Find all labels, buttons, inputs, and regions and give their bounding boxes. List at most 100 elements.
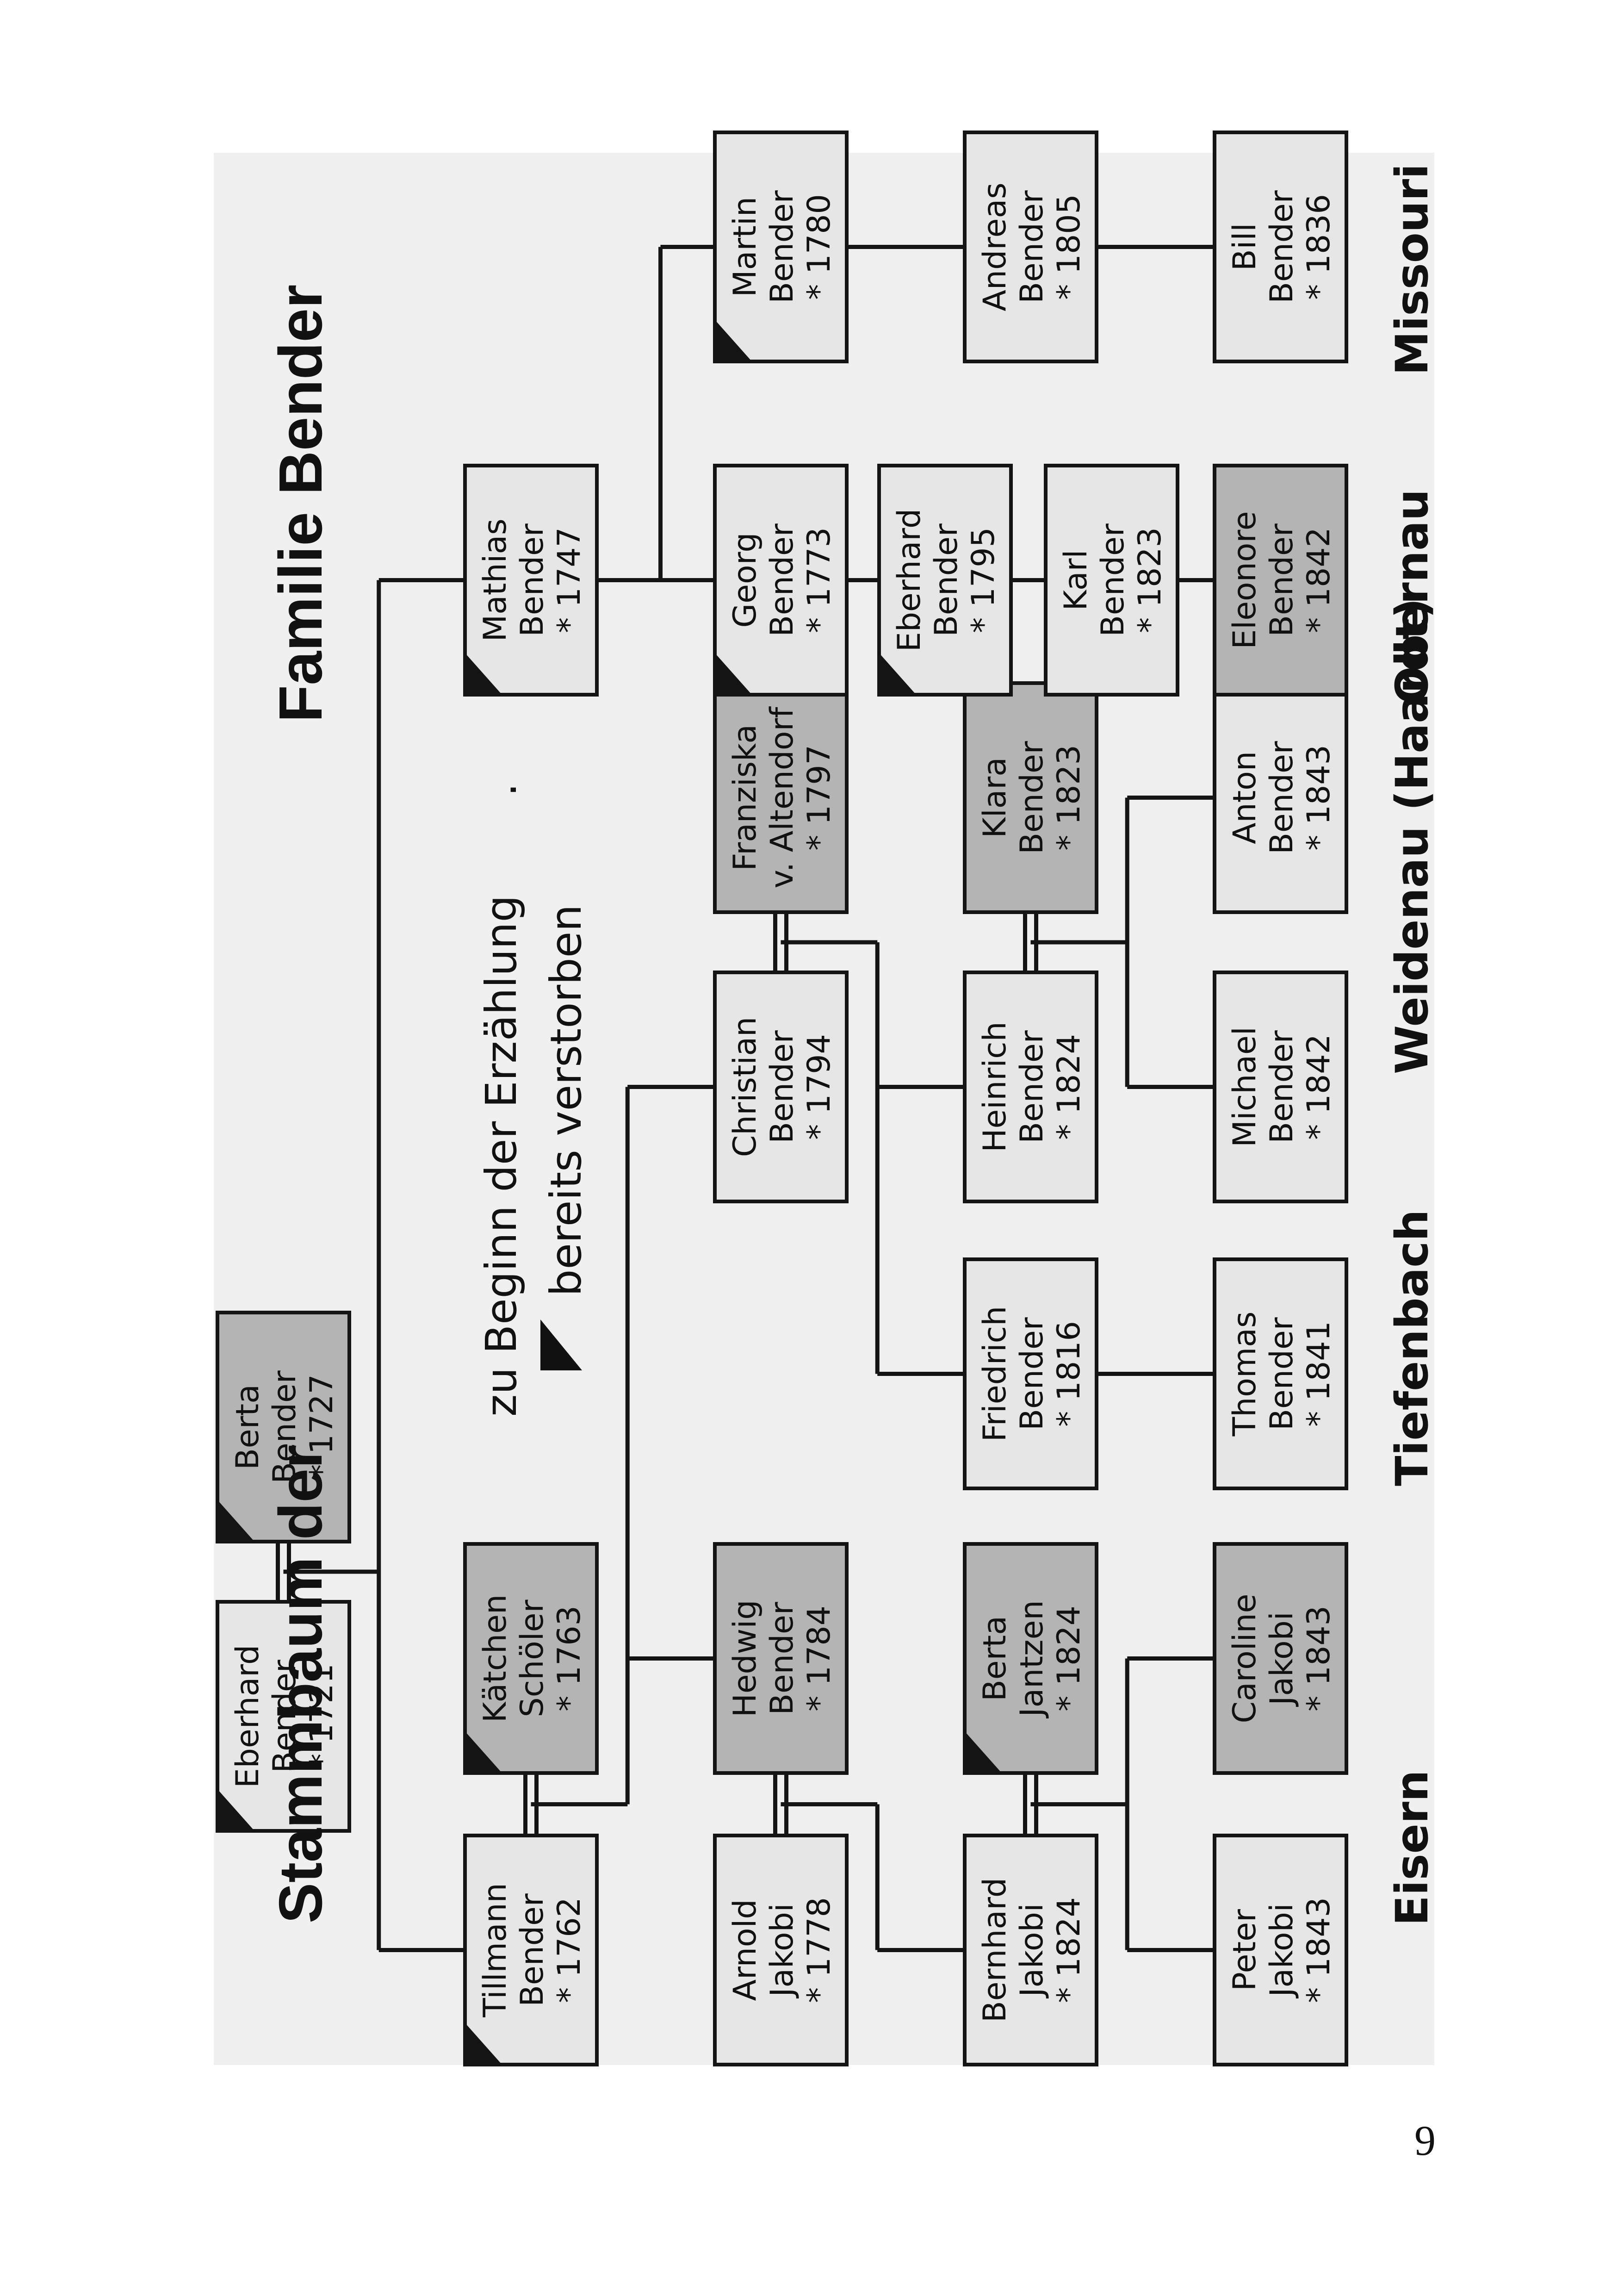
person-last-name: Bender bbox=[1095, 523, 1131, 637]
region-label: Eisern bbox=[1386, 1770, 1438, 1926]
person-first-name: Martin bbox=[727, 197, 763, 297]
region-label: Missouri bbox=[1386, 164, 1438, 375]
person-birth-year: * 1824 bbox=[1051, 1897, 1087, 2003]
person-first-name: Michael bbox=[1227, 1027, 1263, 1147]
person-last-name: Jakobi bbox=[1264, 1903, 1300, 1998]
person-last-name: Bender bbox=[514, 1893, 551, 2007]
person-box-frame bbox=[963, 1834, 1098, 2066]
connector-lines bbox=[276, 245, 1215, 1952]
region-label: Weidenau (Haardt) bbox=[1386, 598, 1438, 1074]
person-box-frame bbox=[713, 1542, 849, 1775]
person-box-frame bbox=[963, 681, 1098, 914]
deceased-marker-icon bbox=[217, 1789, 254, 1831]
person-first-name: Arnold bbox=[727, 1899, 763, 2001]
person-first-name: Bernhard bbox=[977, 1878, 1013, 2022]
person-box-frame bbox=[1213, 464, 1348, 697]
person-birth-year: * 1763 bbox=[551, 1605, 588, 1711]
person-first-name: Georg bbox=[727, 532, 763, 628]
person-box-frame bbox=[1213, 1257, 1348, 1490]
deceased-marker-icon bbox=[465, 2023, 502, 2065]
deceased-legend-marker bbox=[540, 1319, 582, 1370]
person-box-frame bbox=[463, 1542, 599, 1775]
person-box-frame bbox=[216, 1600, 351, 1833]
deceased-marker-icon bbox=[715, 320, 752, 361]
person-first-name: Peter bbox=[1227, 1909, 1263, 1991]
person-birth-year: * 1721 bbox=[304, 1663, 340, 1769]
title-part-2: Familie Bender bbox=[267, 285, 335, 722]
person-last-name: Bender bbox=[1014, 741, 1050, 854]
person-last-name: Bender bbox=[764, 190, 800, 304]
person-first-name: Berta bbox=[977, 1616, 1013, 1701]
person-box-frame bbox=[1213, 1834, 1348, 2066]
person-birth-year: * 1823 bbox=[1051, 745, 1087, 851]
person-birth-year: * 1762 bbox=[551, 1897, 588, 2003]
person-birth-year: * 1794 bbox=[801, 1034, 837, 1140]
person-last-name: Jakobi bbox=[764, 1903, 800, 1998]
person-birth-year: * 1824 bbox=[1051, 1605, 1087, 1711]
deceased-marker-icon bbox=[465, 653, 502, 695]
person-box-frame bbox=[463, 464, 599, 697]
person-birth-year: * 1841 bbox=[1301, 1321, 1337, 1427]
person-birth-year: * 1824 bbox=[1051, 1034, 1087, 1140]
person-last-name: Bender bbox=[764, 1030, 800, 1144]
person-birth-year: * 1778 bbox=[801, 1897, 837, 2003]
deceased-marker-icon bbox=[715, 653, 752, 695]
person-box-frame bbox=[216, 1311, 351, 1543]
person-birth-year: * 1842 bbox=[1301, 527, 1337, 633]
person-last-name: Bender bbox=[267, 1660, 303, 1773]
person-box-frame bbox=[1213, 971, 1348, 1203]
person-last-name: Bender bbox=[514, 523, 551, 637]
person-birth-year: * 1842 bbox=[1301, 1034, 1337, 1140]
person-last-name: Bender bbox=[1264, 741, 1300, 854]
person-last-name: Jantzen bbox=[1014, 1600, 1050, 1718]
person-first-name: Franziska bbox=[727, 724, 763, 871]
person-box-frame bbox=[963, 131, 1098, 363]
person-birth-year: * 1843 bbox=[1301, 1605, 1337, 1711]
person-box-frame bbox=[713, 131, 849, 363]
person-first-name: Thomas bbox=[1227, 1312, 1263, 1437]
person-last-name: Bender bbox=[764, 1602, 800, 1715]
person-first-name: Heinrich bbox=[977, 1021, 1013, 1152]
person-birth-year: * 1780 bbox=[801, 194, 837, 300]
person-first-name: Berta bbox=[229, 1384, 266, 1470]
person-box-frame bbox=[963, 971, 1098, 1203]
person-box-frame bbox=[1213, 1542, 1348, 1775]
person-first-name: Tillmann bbox=[477, 1883, 514, 2017]
person-first-name: Eberhard bbox=[891, 509, 928, 652]
legend-line-2: bereits verstorben bbox=[541, 904, 591, 1296]
person-first-name: Caroline bbox=[1227, 1594, 1263, 1724]
person-first-name: Anton bbox=[1227, 751, 1263, 844]
legend-line-1: zu Beginn der Erzählung bbox=[477, 895, 526, 1417]
person-birth-year: * 1727 bbox=[304, 1374, 340, 1480]
person-last-name: Bender bbox=[764, 523, 800, 637]
person-last-name: Jakobi bbox=[1014, 1903, 1050, 1998]
person-birth-year: * 1773 bbox=[801, 527, 837, 633]
deceased-marker-icon bbox=[465, 1731, 502, 1773]
legend-period: . bbox=[477, 783, 526, 796]
person-first-name: Christian bbox=[727, 1017, 763, 1157]
person-first-name: Andreas bbox=[977, 182, 1013, 311]
person-last-name: Bender bbox=[1264, 190, 1300, 304]
person-birth-year: * 1843 bbox=[1301, 745, 1337, 851]
person-last-name: Schöler bbox=[514, 1599, 551, 1717]
